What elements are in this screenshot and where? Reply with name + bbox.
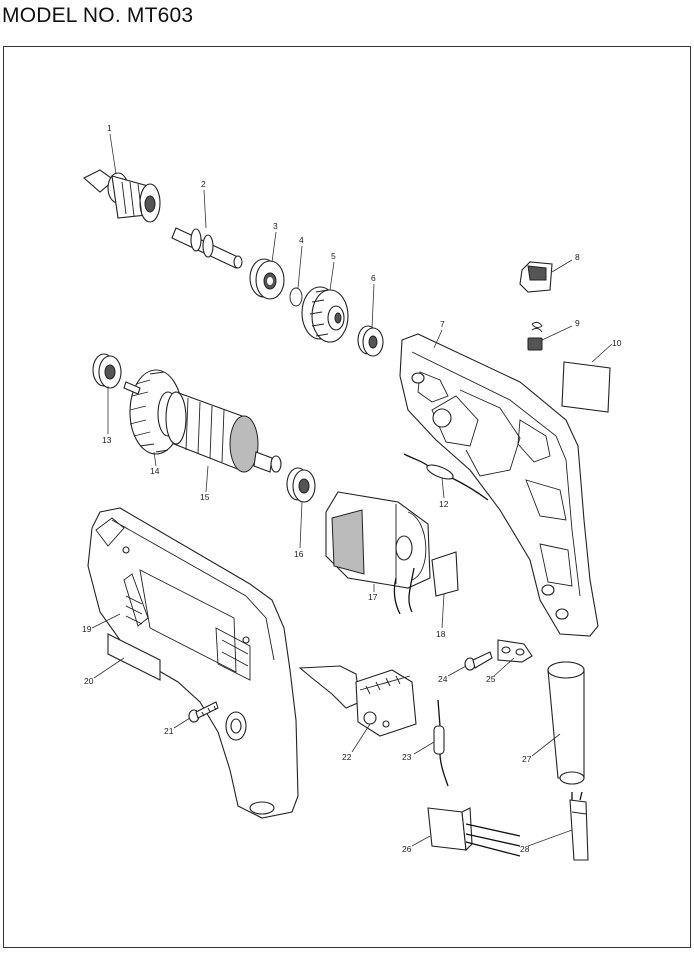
part-label-5: 5 xyxy=(331,251,336,261)
part-drawing-9 xyxy=(527,321,543,351)
part-drawing-26 xyxy=(427,807,521,857)
part-label-27: 27 xyxy=(522,754,532,764)
part-drawing-27 xyxy=(547,661,585,785)
part-drawing-17 xyxy=(325,491,431,615)
part-label-15: 15 xyxy=(200,492,210,502)
part-label-25: 25 xyxy=(486,674,496,684)
part-label-22: 22 xyxy=(342,752,352,762)
part-label-6: 6 xyxy=(371,273,376,283)
part-drawing-15 xyxy=(123,381,282,473)
part-drawing-16 xyxy=(286,467,316,503)
part-label-1: 1 xyxy=(107,123,112,133)
part-drawing-8 xyxy=(519,261,553,293)
part-drawing-23 xyxy=(433,699,449,787)
part-drawing-20 xyxy=(107,633,161,681)
part-drawing-3 xyxy=(249,258,285,300)
part-label-7: 7 xyxy=(440,319,445,329)
part-label-23: 23 xyxy=(402,752,412,762)
part-label-16: 16 xyxy=(294,549,304,559)
part-drawing-21 xyxy=(188,701,219,723)
part-drawing-22 xyxy=(298,665,417,737)
part-drawing-6 xyxy=(357,325,384,357)
leader-lines xyxy=(91,133,613,847)
part-label-19: 19 xyxy=(82,624,92,634)
part-label-13: 13 xyxy=(102,435,112,445)
part-label-3: 3 xyxy=(273,221,278,231)
part-label-4: 4 xyxy=(299,235,304,245)
part-drawing-19 xyxy=(87,507,299,819)
part-label-28: 28 xyxy=(520,844,530,854)
part-drawing-24 xyxy=(464,651,493,671)
part-label-10: 10 xyxy=(612,338,622,348)
part-label-24: 24 xyxy=(438,674,448,684)
part-label-14: 14 xyxy=(150,466,160,476)
diagram-frame xyxy=(3,46,691,948)
part-drawing-2 xyxy=(171,227,243,269)
part-label-20: 20 xyxy=(84,676,94,686)
part-drawing-28 xyxy=(569,791,589,861)
part-drawing-7 xyxy=(399,333,599,637)
part-drawing-5 xyxy=(301,286,349,343)
part-drawing-25 xyxy=(497,639,533,663)
part-label-8: 8 xyxy=(575,252,580,262)
part-label-9: 9 xyxy=(575,318,580,328)
part-drawing-4 xyxy=(289,287,303,307)
part-drawing-13 xyxy=(92,353,122,389)
part-label-26: 26 xyxy=(402,844,412,854)
part-label-17: 17 xyxy=(368,592,378,602)
part-label-2: 2 xyxy=(201,179,206,189)
part-label-18: 18 xyxy=(436,629,446,639)
part-drawing-10 xyxy=(561,361,611,413)
model-title: MODEL NO. MT603 xyxy=(2,4,194,27)
part-label-21: 21 xyxy=(164,726,174,736)
part-drawing-1 xyxy=(83,169,161,223)
part-drawing-12 xyxy=(403,453,489,501)
part-labels: 1 2 3 4 5 6 7 8 9 10 12 13 14 15 16 17 1… xyxy=(82,123,622,854)
part-label-12: 12 xyxy=(439,499,449,509)
part-drawing-18 xyxy=(431,551,459,597)
